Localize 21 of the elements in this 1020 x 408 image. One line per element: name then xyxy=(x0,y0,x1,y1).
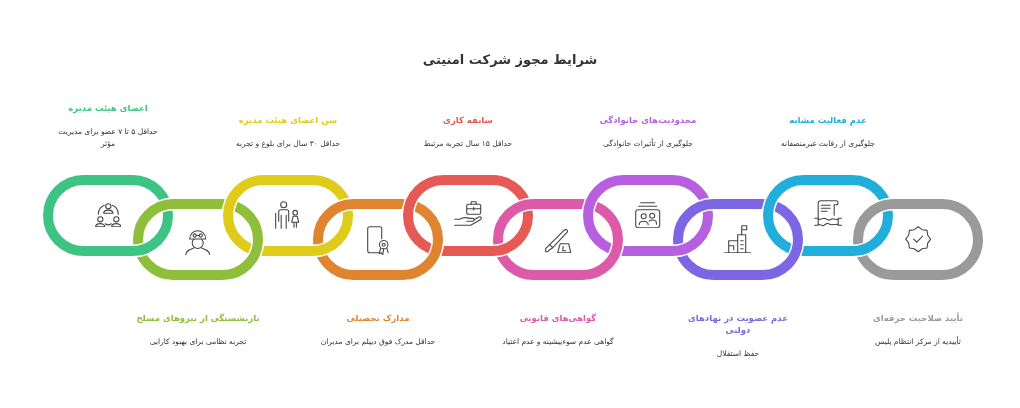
heading: گواهی‌های قانونی xyxy=(519,312,597,324)
heading: عدم عضویت در نهادهای دولتی xyxy=(687,312,789,336)
chain-link xyxy=(491,197,625,282)
chain-link xyxy=(131,197,265,282)
chain-link xyxy=(671,197,805,282)
chain-link xyxy=(41,173,175,258)
heading: سابقه کاری xyxy=(443,114,493,126)
chain-link xyxy=(761,173,895,258)
heading: مدارک تحصیلی xyxy=(346,312,410,324)
heading: عدم فعالیت مشابه xyxy=(789,114,867,126)
heading: سن اعضای هیئت مدیره xyxy=(238,114,338,126)
chain-link xyxy=(311,197,445,282)
chain-link xyxy=(581,173,715,258)
heading: تأیید صلاحیت حرفه‌ای xyxy=(873,312,963,324)
chain-link xyxy=(401,173,535,258)
heading: محدودیت‌های خانوادگی xyxy=(599,114,697,126)
chain-link xyxy=(851,197,985,282)
title: شرایط مجوز شرکت امنیتی xyxy=(422,51,598,69)
chain-link xyxy=(221,173,355,258)
heading: اعضای هیئت مدیره xyxy=(68,102,148,114)
heading: بازنشستگی از نیروهای مسلح xyxy=(136,312,260,324)
